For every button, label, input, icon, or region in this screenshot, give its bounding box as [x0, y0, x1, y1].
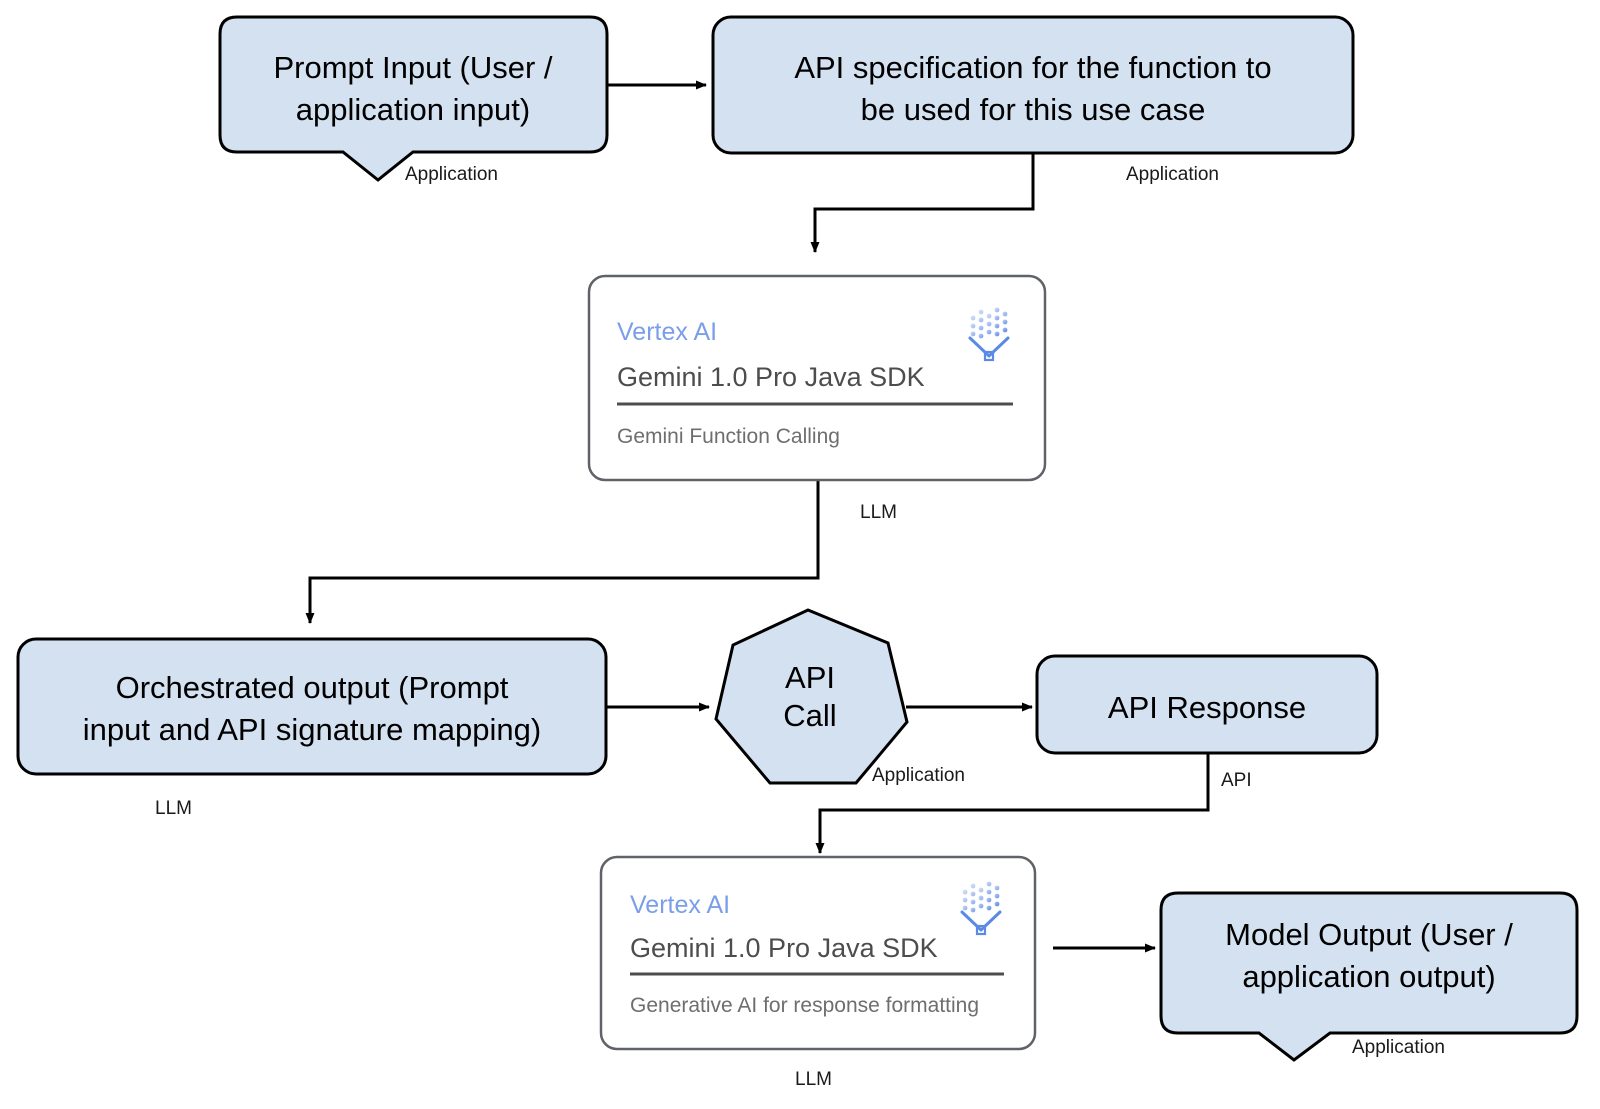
vertex-card-top-brand: Vertex AI	[617, 318, 717, 346]
node-prompt-input[interactable]: Prompt Input (User / application input)	[218, 15, 609, 182]
vertex-card-bottom-title: Gemini 1.0 Pro Java SDK	[630, 933, 938, 963]
prompt-input-line2: application input)	[296, 92, 530, 127]
node-api-specification[interactable]: API specification for the function to be…	[711, 15, 1355, 155]
swimlane-label-vertex-card-bottom: LLM	[795, 1069, 832, 1090]
swimlane-label-model-output: Application	[1352, 1037, 1445, 1058]
connector-apiresponse-to-vertex-bottom	[815, 753, 1210, 854]
node-vertex-card-bottom[interactable]: Vertex AI Gemini 1.0 Pro Java SDK Genera…	[599, 855, 1037, 1051]
node-api-response[interactable]: API Response	[1035, 654, 1379, 755]
swimlane-label-vertex-card-top: LLM	[860, 502, 897, 523]
vertex-card-top-title: Gemini 1.0 Pro Java SDK	[617, 362, 925, 392]
node-api-call[interactable]: API Call	[714, 608, 909, 785]
node-vertex-card-top[interactable]: Vertex AI Gemini 1.0 Pro Java SDK Gemini…	[587, 274, 1047, 482]
connector-vertex-top-to-orchestrated	[305, 480, 820, 624]
swimlane-label-api-call: Application	[872, 765, 965, 786]
api-spec-line1: API specification for the function to	[794, 50, 1271, 85]
model-output-line2: application output)	[1242, 959, 1495, 994]
prompt-input-line1: Prompt Input (User /	[273, 50, 552, 85]
connector-apispec-to-vertex-top	[810, 153, 1035, 253]
swimlane-label-prompt-input: Application	[405, 164, 498, 185]
node-orchestrated-output[interactable]: Orchestrated output (Prompt input and AP…	[16, 637, 608, 776]
api-spec-line2: be used for this use case	[861, 92, 1206, 127]
api-response-label: API Response	[1108, 690, 1306, 725]
api-call-line2: Call	[783, 698, 836, 733]
orchestrated-output-line2: input and API signature mapping)	[83, 712, 541, 747]
vertex-ai-logo-icon	[960, 881, 1002, 936]
api-call-line1: API	[785, 660, 835, 695]
orchestrated-output-line1: Orchestrated output (Prompt	[116, 670, 509, 705]
swimlane-label-orchestrated-output: LLM	[155, 798, 192, 819]
swimlane-label-api-response: API	[1221, 770, 1252, 791]
model-output-line1: Model Output (User /	[1225, 917, 1513, 952]
vertex-card-bottom-subtitle: Generative AI for response formatting	[630, 994, 979, 1017]
vertex-ai-logo-icon	[968, 307, 1010, 362]
vertex-card-bottom-brand: Vertex AI	[630, 891, 730, 919]
swimlane-label-api-specification: Application	[1126, 164, 1219, 185]
node-model-output[interactable]: Model Output (User / application output)	[1159, 891, 1579, 1062]
vertex-card-top-subtitle: Gemini Function Calling	[617, 425, 840, 448]
